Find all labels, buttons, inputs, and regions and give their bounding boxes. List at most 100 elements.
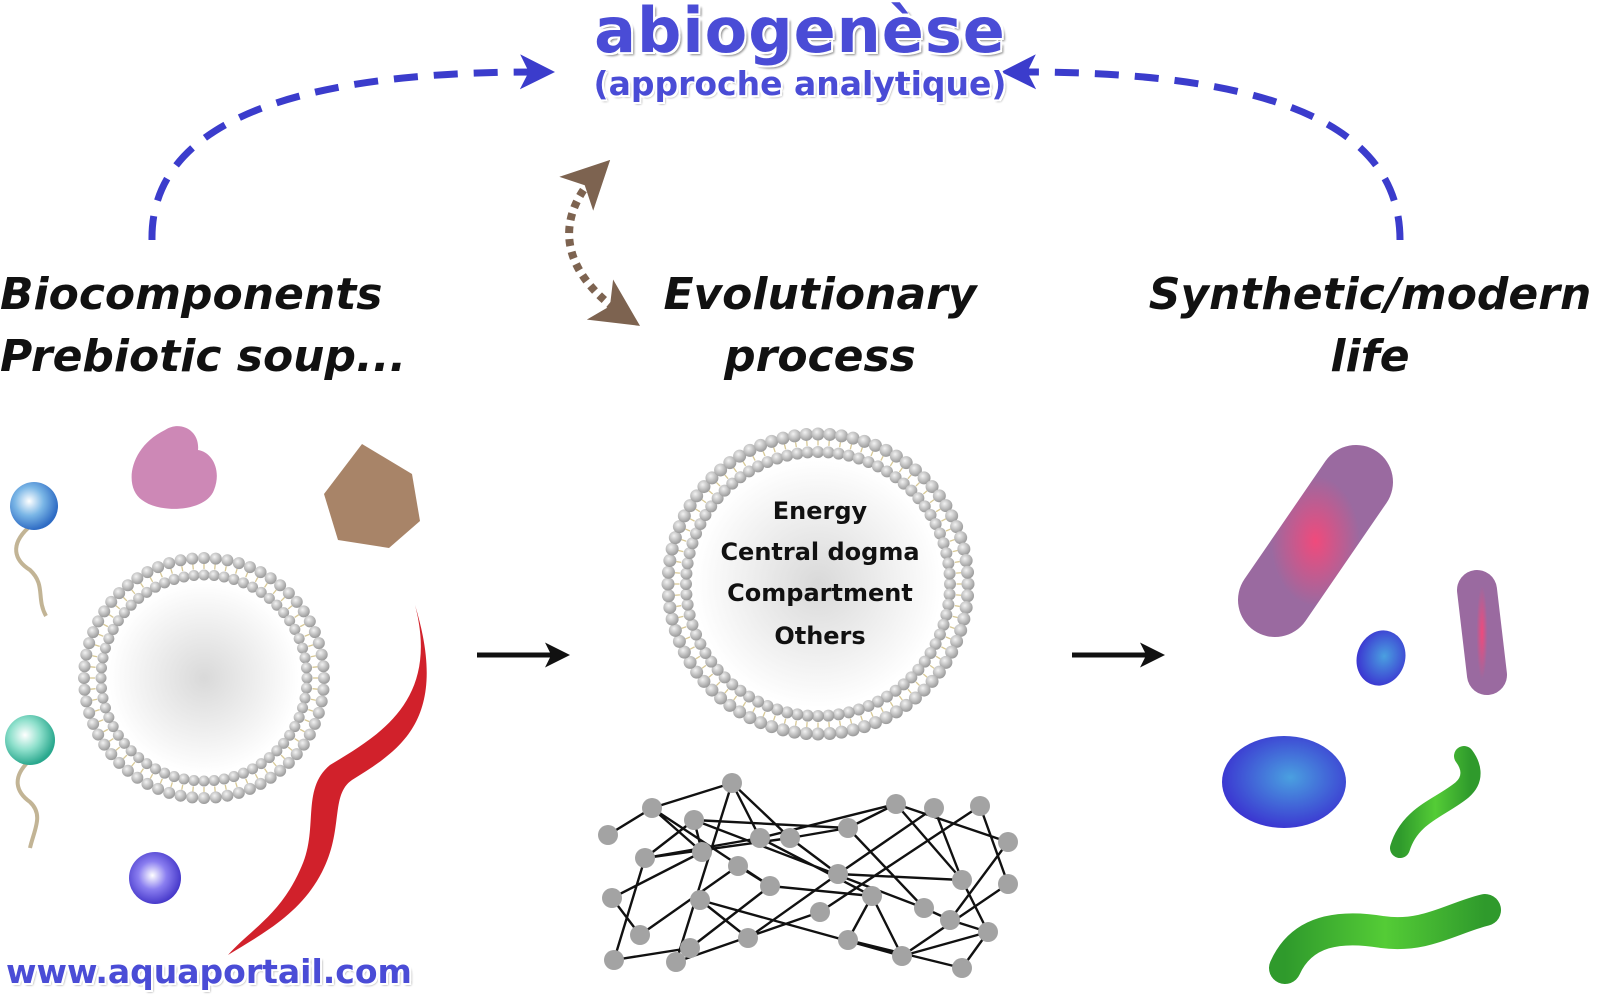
green-worm-large-icon bbox=[1285, 910, 1485, 968]
lipid-tail bbox=[92, 656, 97, 657]
lipid-tail bbox=[132, 762, 135, 766]
lipid-tail bbox=[265, 583, 268, 587]
lipid-tail bbox=[923, 491, 927, 494]
lipid-tail bbox=[685, 529, 690, 531]
lipid-tail bbox=[743, 462, 746, 466]
lipid-head bbox=[233, 557, 245, 569]
lipid-head bbox=[754, 439, 767, 452]
lipid-tail bbox=[850, 719, 851, 724]
lipid-head bbox=[255, 566, 267, 578]
lipid-tail bbox=[955, 562, 960, 563]
lipid-head bbox=[858, 435, 871, 448]
lipid-head bbox=[131, 572, 143, 584]
lipid-tail bbox=[95, 710, 100, 711]
lipid-head bbox=[673, 635, 686, 648]
lipid-head bbox=[822, 446, 834, 458]
lipid-tail bbox=[150, 774, 152, 778]
diagram-subtitle: (approche analytique) bbox=[0, 64, 1600, 103]
lipid-head bbox=[847, 432, 860, 445]
lipid-head bbox=[265, 772, 277, 784]
lipid-head bbox=[300, 652, 311, 663]
network-node bbox=[690, 890, 710, 910]
lipid-tail bbox=[725, 475, 728, 479]
lipid-tail bbox=[930, 665, 934, 668]
protein-blob-icon bbox=[132, 426, 217, 509]
vesicle-lumen bbox=[109, 583, 299, 773]
lipid-head bbox=[823, 428, 836, 441]
lipid-tail bbox=[950, 627, 955, 629]
lipid-head bbox=[316, 695, 328, 707]
lipid-head bbox=[835, 429, 848, 442]
lipid-head bbox=[255, 778, 267, 790]
lipid-tail bbox=[300, 624, 304, 626]
lipid-tail bbox=[99, 720, 104, 722]
lipid-head bbox=[141, 778, 153, 790]
lipid-tail bbox=[160, 573, 162, 578]
lipid-head bbox=[944, 568, 956, 580]
lipid-tail bbox=[171, 569, 172, 574]
lipid-head bbox=[666, 613, 679, 626]
lipid-head bbox=[159, 577, 170, 588]
lipid-tail bbox=[236, 569, 237, 574]
lipid-tail bbox=[890, 462, 893, 466]
lipid-head bbox=[297, 643, 308, 654]
lipid-tail bbox=[916, 682, 920, 686]
lipid-head bbox=[800, 727, 813, 740]
lipid-head bbox=[301, 662, 312, 673]
lipid-head bbox=[209, 570, 220, 581]
lipid-head bbox=[97, 652, 108, 663]
lipid-tail bbox=[881, 456, 883, 460]
stage-label-line: process bbox=[600, 326, 1040, 388]
lipid-head bbox=[666, 542, 679, 555]
lipid-tail bbox=[916, 483, 920, 487]
lipid-tail bbox=[753, 707, 755, 711]
lipid-head bbox=[95, 672, 106, 683]
lipid-head bbox=[87, 718, 99, 730]
lipid-head bbox=[186, 553, 198, 565]
large-blue-cell-icon bbox=[1222, 736, 1346, 828]
network-node bbox=[952, 958, 972, 978]
lipid-head bbox=[843, 706, 855, 718]
network-node bbox=[722, 773, 742, 793]
lipid-tail bbox=[92, 699, 97, 700]
stage-label-synthetic: Synthetic/modern life bbox=[1140, 264, 1600, 388]
vesicle-term-central-dogma: Central dogma bbox=[690, 538, 950, 566]
reaction-network-icon bbox=[598, 773, 1018, 978]
lipid-tail bbox=[300, 729, 304, 731]
lipid-head bbox=[812, 710, 824, 722]
lipid-head bbox=[297, 702, 308, 713]
lipid-head bbox=[309, 626, 321, 638]
lipid-tail bbox=[150, 577, 152, 581]
lipid-tail bbox=[295, 739, 299, 742]
lipid-head bbox=[178, 774, 189, 785]
vesicle-term-others: Others bbox=[690, 622, 950, 650]
lipid-tail bbox=[881, 707, 883, 711]
lipid-head bbox=[781, 450, 793, 462]
lipid-tail bbox=[871, 451, 873, 456]
stage-label-line: Synthetic/modern bbox=[1140, 264, 1600, 326]
lipid-head bbox=[100, 702, 111, 713]
lipid-head bbox=[80, 695, 92, 707]
lipid-head bbox=[298, 605, 310, 617]
lipid-head bbox=[776, 723, 789, 736]
lipid-head bbox=[858, 720, 871, 733]
network-node bbox=[940, 910, 960, 930]
network-node bbox=[862, 886, 882, 906]
lipid-tail bbox=[899, 468, 902, 472]
lipid-tail bbox=[308, 645, 313, 646]
lipid-tail bbox=[946, 529, 951, 531]
lipid-head bbox=[163, 557, 175, 569]
lipid-tail bbox=[281, 755, 285, 759]
lipid-head bbox=[812, 446, 824, 458]
lipid-head bbox=[221, 554, 233, 566]
lipid-head bbox=[765, 435, 778, 448]
lipid-head bbox=[791, 448, 803, 460]
lipid-head bbox=[300, 693, 311, 704]
lipid-tail bbox=[99, 634, 104, 636]
network-node bbox=[924, 798, 944, 818]
lipid-tail bbox=[109, 739, 113, 742]
lipid-head bbox=[163, 787, 175, 799]
lipid-tail bbox=[678, 616, 683, 617]
network-node bbox=[750, 828, 770, 848]
lipid-tail bbox=[171, 782, 172, 787]
